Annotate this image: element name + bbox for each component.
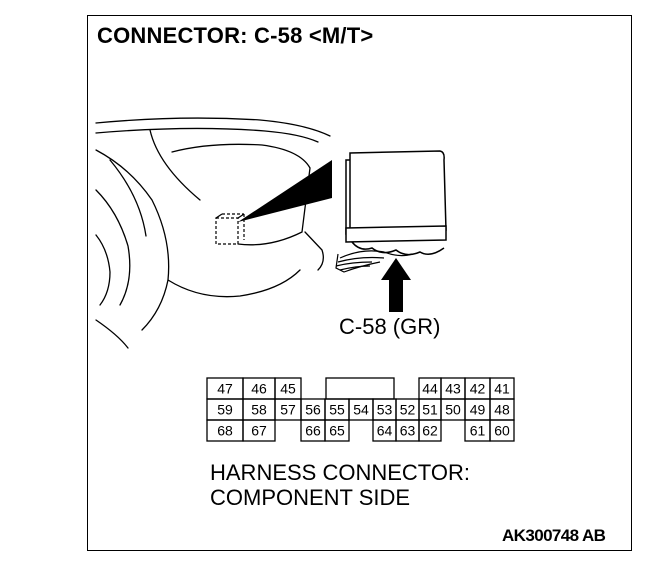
pin-number: 58 [251, 402, 267, 418]
pin-number: 67 [251, 423, 267, 439]
dashboard-drawing [95, 117, 331, 349]
pin-number: 54 [353, 402, 369, 418]
pin-number: 66 [305, 423, 321, 439]
pin-number: 64 [377, 423, 393, 439]
up-arrow-icon [381, 258, 411, 312]
pin-number: 63 [400, 423, 416, 439]
pin-number: 68 [217, 423, 233, 439]
pin-number: 57 [280, 402, 296, 418]
connector-title: CONNECTOR: C-58 <M/T> [97, 23, 374, 48]
pin-number: 42 [470, 381, 486, 397]
pin-number: 44 [422, 381, 438, 397]
connector-key-notch [325, 377, 395, 400]
pin-cell [489, 419, 515, 442]
control-unit-drawing [335, 150, 447, 273]
pin-number: 53 [377, 402, 393, 418]
diagram-frame [87, 15, 632, 551]
pin-number: 52 [400, 402, 416, 418]
pin-number: 59 [217, 402, 233, 418]
pin-cell [324, 419, 350, 442]
zoom-pointer [238, 160, 332, 222]
pin-number: 46 [251, 381, 267, 397]
caption-component-side: COMPONENT SIDE [210, 485, 411, 510]
pin-number: 50 [445, 402, 461, 418]
harness-connector-face: 47 46 45 44 43 42 41 59 58 57 56 55 54 53 52 51 50 49 48 68… [206, 377, 515, 442]
caption-harness-connector: HARNESS CONNECTOR: [210, 460, 470, 485]
pin-number: 43 [445, 381, 461, 397]
pin-number: 48 [494, 402, 510, 418]
pin-number: 65 [329, 423, 345, 439]
pin-number: 45 [280, 381, 296, 397]
pin-cell [418, 419, 442, 442]
connector-id-label: C-58 (GR) [339, 314, 441, 339]
pin-number: 49 [470, 402, 486, 418]
pin-number: 55 [329, 402, 345, 418]
pin-number: 56 [305, 402, 321, 418]
pin-number: 47 [217, 381, 233, 397]
figure-id: AK300748 AB [502, 526, 606, 545]
connector-location-marker [215, 213, 245, 245]
pin-number: 60 [494, 423, 510, 439]
pin-number: 62 [422, 423, 438, 439]
pin-number: 51 [422, 402, 438, 418]
pin-number: 41 [494, 381, 510, 397]
pin-cell [242, 419, 276, 442]
pin-number: 61 [470, 423, 486, 439]
